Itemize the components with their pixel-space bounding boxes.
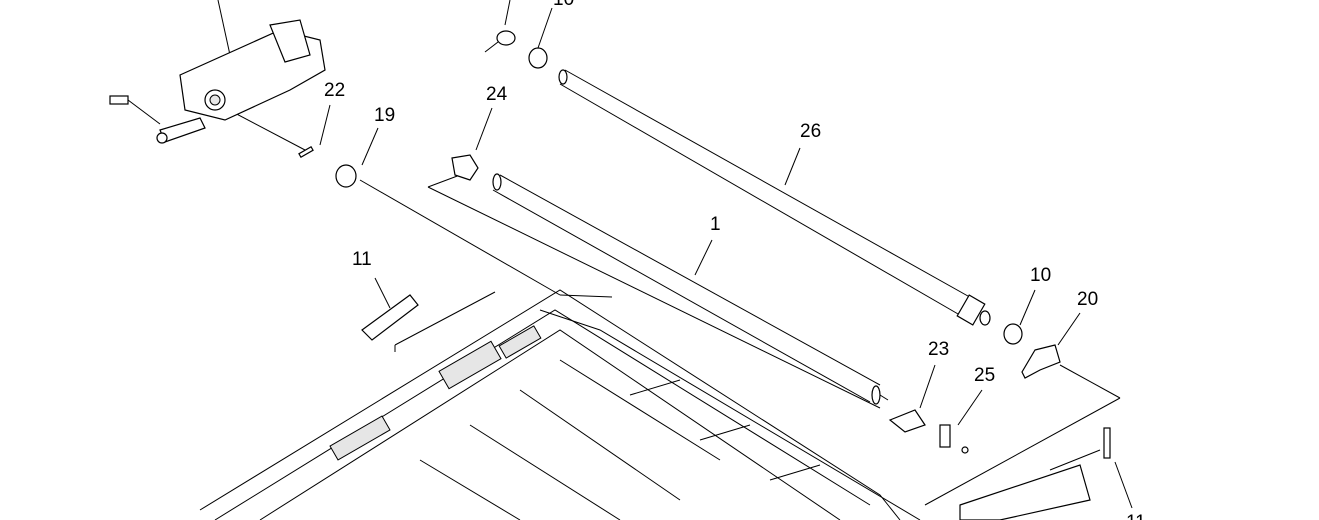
leader-lines: [209, 0, 1133, 509]
callout-1: 1: [710, 214, 721, 235]
callouts: 10 22 19 24 26 1 11 10 20 23 25 11: [324, 0, 1146, 520]
callout-11-left: 11: [352, 249, 372, 270]
callout-22: 22: [324, 80, 345, 101]
roller-1: [492, 173, 889, 405]
callout-26: 26: [800, 121, 821, 142]
callout-10-top: 10: [553, 0, 574, 10]
callout-20: 20: [1077, 289, 1098, 310]
callout-25: 25: [974, 365, 995, 386]
side-bracket-part: [109, 19, 326, 159]
roller-26: [558, 69, 991, 326]
small-parts: [335, 30, 1111, 459]
callout-24: 24: [486, 84, 508, 105]
tray-frame: [199, 289, 1091, 520]
callout-11-right: 11: [1126, 512, 1146, 520]
callout-23: 23: [928, 339, 949, 360]
callout-10-right: 10: [1030, 265, 1051, 286]
callout-19: 19: [374, 105, 395, 126]
